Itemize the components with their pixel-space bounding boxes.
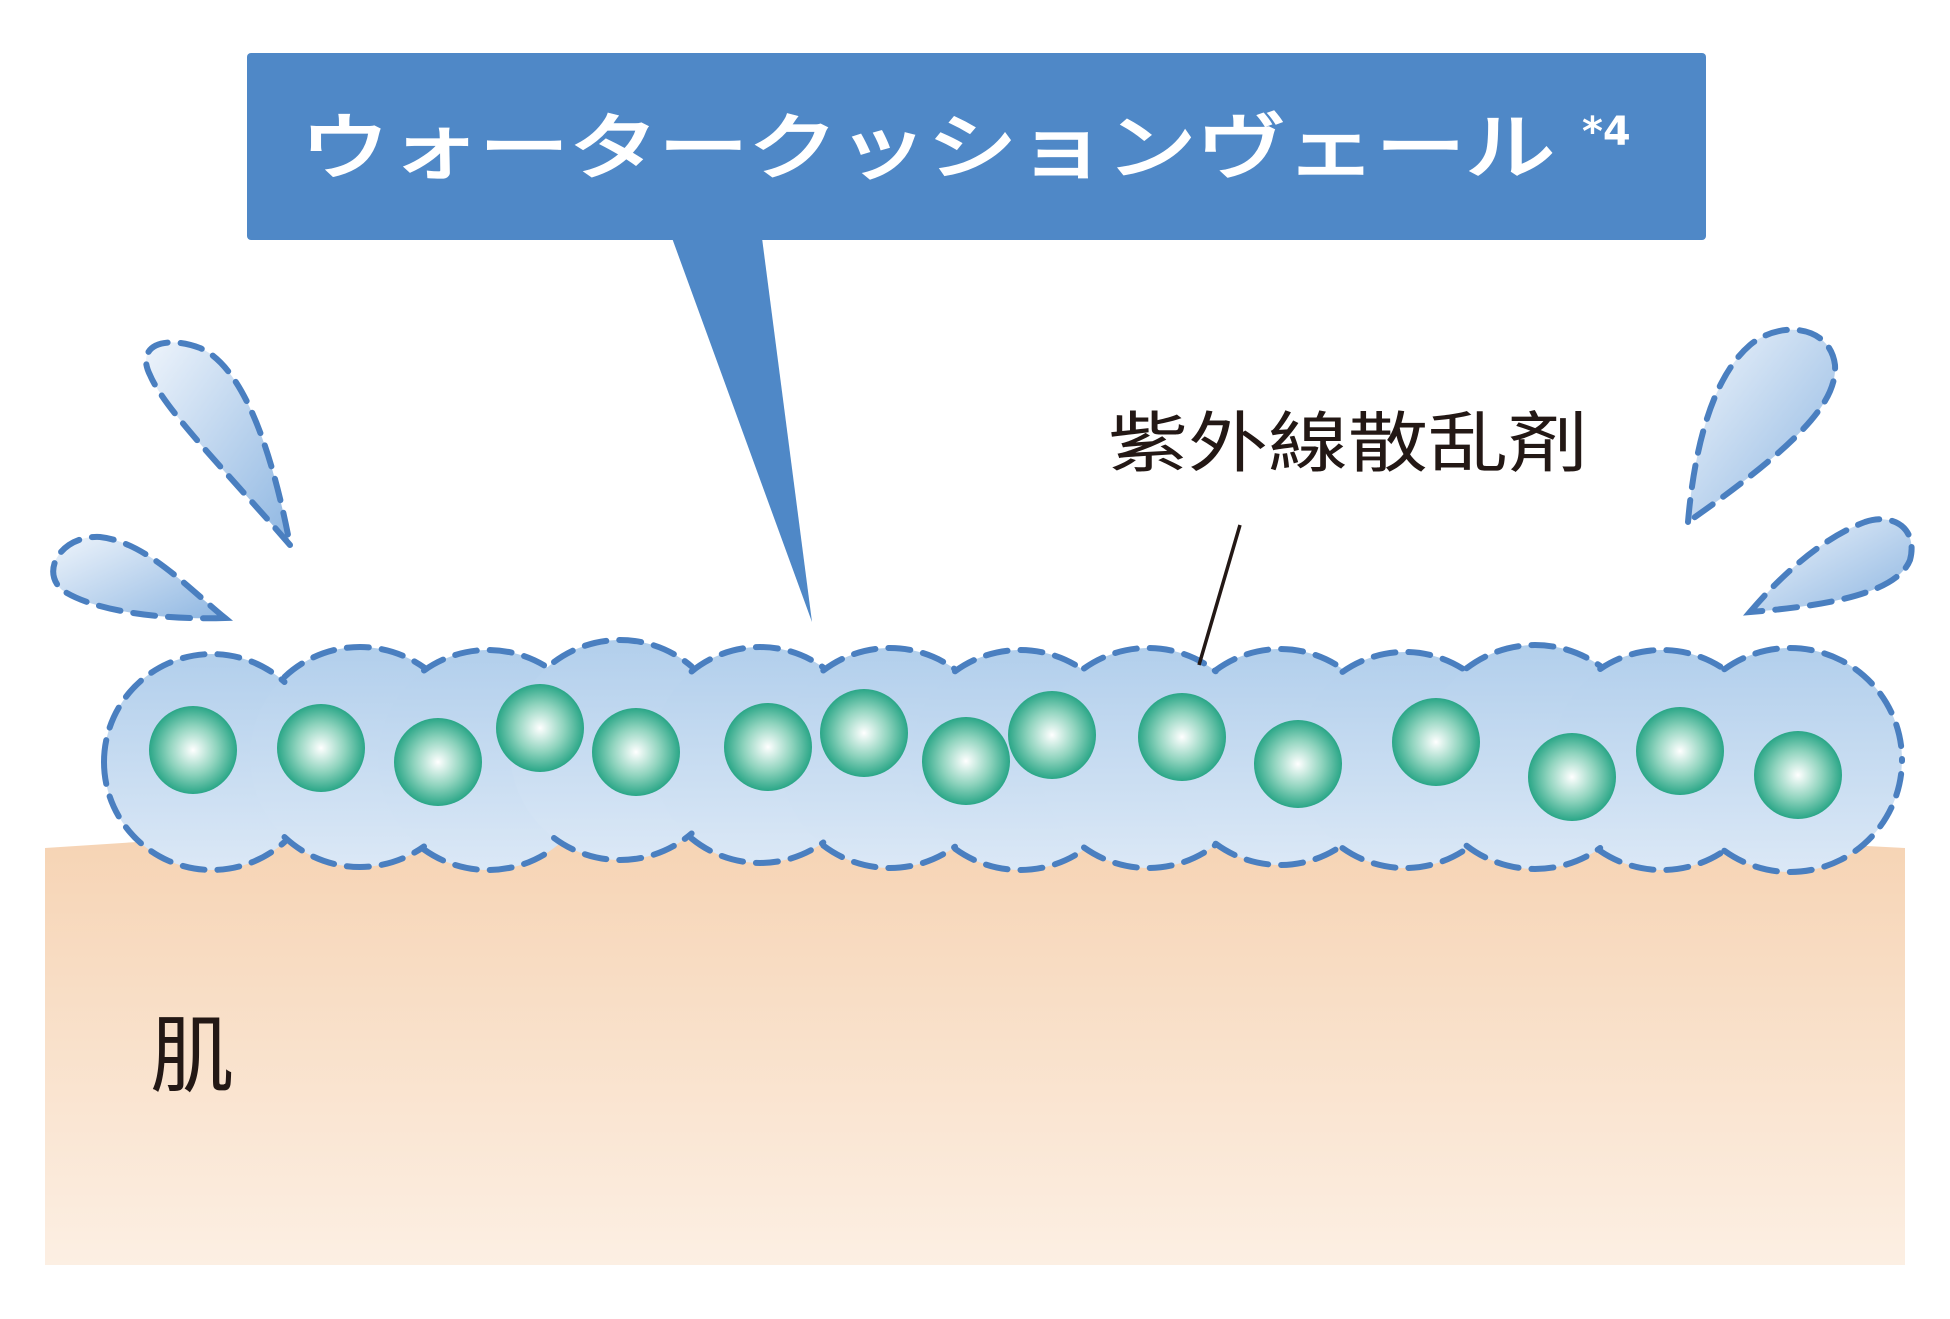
water-droplet-icon <box>1684 326 1839 529</box>
uv-particle <box>1754 731 1842 819</box>
cushion-outline-dash <box>281 643 427 680</box>
uv-particle <box>820 689 908 777</box>
uv-particle <box>1392 698 1480 786</box>
callout: ウォータークッションヴェール *4 <box>247 53 1706 622</box>
cushion-outline-dash <box>1081 841 1219 872</box>
callout-pointer <box>672 238 812 622</box>
cushion-outline-dash <box>1212 646 1346 674</box>
cushion-outline-dash <box>421 646 557 675</box>
cushion-outline-dash <box>551 830 695 863</box>
cushion-outline-dash <box>101 759 288 873</box>
cushion-outline-dash <box>688 644 827 675</box>
uv-particle <box>1636 707 1724 795</box>
uv-scattering-particles <box>149 684 1842 821</box>
cushion-outline-dash <box>1597 847 1728 874</box>
water-droplet-icon <box>1743 516 1915 616</box>
uv-particle <box>922 717 1010 805</box>
uv-scattering-agent-label: 紫外線散乱剤 <box>1108 405 1588 482</box>
uv-particle <box>724 703 812 791</box>
cushion-outline-dash <box>551 637 695 670</box>
cushion-outline-dash <box>952 647 1087 675</box>
uv-particle <box>1254 720 1342 808</box>
cushion-outline-dash <box>281 834 427 871</box>
uv-particle <box>592 708 680 796</box>
cushion-outline-dash <box>1597 646 1728 673</box>
water-droplet-icon <box>143 339 296 556</box>
cushion-outline-dash <box>688 835 827 866</box>
cushion-outline-dash <box>1463 642 1604 672</box>
water-droplets <box>50 326 1915 622</box>
cushion-outline-dash <box>1721 645 1905 763</box>
uv-particle <box>1008 691 1096 779</box>
uv-particle <box>394 718 482 806</box>
cushion-outline-dash <box>952 845 1087 873</box>
cushion-outline-dash <box>421 845 557 874</box>
cushion-outline-dash <box>1212 840 1346 868</box>
uv-particle <box>1528 733 1616 821</box>
cushion-outline-dash <box>101 651 288 765</box>
water-droplet-icon <box>50 533 234 622</box>
callout-superscript: *4 <box>1582 109 1631 155</box>
cushion-outline-dash <box>1339 845 1470 872</box>
uv-particle <box>149 706 237 794</box>
cushion-outline-dash <box>820 645 958 674</box>
uv-label-leader-line <box>1197 524 1242 666</box>
callout-banner <box>247 53 1706 240</box>
cushion-outline-dash <box>820 842 958 871</box>
cushion-outline-dash <box>1721 757 1905 875</box>
skin-label: 肌 <box>150 1007 234 1105</box>
uv-particle <box>1138 693 1226 781</box>
cushion-outline-dash <box>1339 648 1470 675</box>
cushion-outline-dash <box>1463 842 1604 872</box>
callout-title: ウォータークッションヴェール <box>300 106 1555 190</box>
skin-layer <box>45 825 1905 1265</box>
uv-particle <box>496 684 584 772</box>
uv-particle <box>277 704 365 792</box>
